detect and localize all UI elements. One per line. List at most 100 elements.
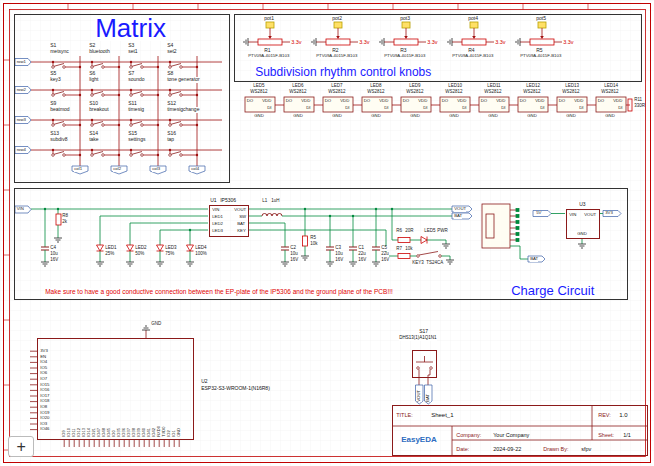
ground-symbol: [248, 38, 249, 46]
switch-contact: [180, 154, 183, 157]
pin-name: VDD: [613, 99, 622, 104]
component-label: 25%: [105, 252, 114, 257]
component-label: R5: [310, 236, 316, 241]
ground-symbol: [54, 238, 62, 239]
pin-name: IO16: [40, 388, 50, 393]
capacitor-symbol: [41, 247, 49, 248]
switch-name: subdiv8: [50, 137, 68, 143]
pin-name: IO3: [40, 422, 47, 427]
wiper-arrow: [404, 36, 408, 39]
pin-name: GND: [527, 114, 537, 119]
pin-name: DI: [423, 106, 428, 111]
switch-lead: [143, 125, 158, 126]
ws2812-chip: [440, 97, 470, 112]
ground-symbol: [316, 38, 317, 46]
box-text: Company:: [456, 432, 481, 438]
component-label: 16V: [358, 258, 366, 263]
wire: [441, 256, 450, 260]
box-heading: Matrix: [95, 15, 166, 41]
pin-name: GND: [293, 114, 303, 119]
net-port-label: VOUT: [417, 390, 422, 402]
wire: [58, 225, 59, 238]
part-ref: LED10: [448, 84, 462, 89]
frame-tick: [198, 4, 199, 10]
pin-name: IO4: [40, 360, 47, 365]
wire: [130, 251, 131, 262]
frame-tick: [4, 125, 10, 126]
ground-symbol: [372, 262, 380, 263]
component-label: BAT: [454, 214, 462, 219]
part-ref: R2: [332, 48, 339, 54]
pin-name: IO40: [142, 428, 146, 437]
pin-name: IO47: [97, 428, 101, 437]
switch-name: breakout: [89, 107, 109, 113]
pin-name: VDD: [418, 99, 427, 104]
note-text: Make sure to have a good conductive conn…: [45, 288, 393, 295]
box-text: 1/1: [623, 432, 631, 438]
pot-flag: [266, 22, 274, 28]
box-heading: Subdivision rhythm control knobs: [255, 66, 431, 79]
switch-contact: [439, 255, 442, 258]
net-port: [452, 213, 472, 219]
wire: [305, 209, 306, 236]
module-pin: [79, 440, 80, 447]
switch-contact: [169, 154, 172, 157]
part-ref: LED6: [292, 84, 304, 89]
switch-lead: [182, 155, 197, 156]
component-label: 16V: [50, 258, 58, 263]
part-value: WS2812: [445, 90, 463, 95]
junction-dot: [196, 124, 198, 126]
wire: [410, 240, 421, 241]
component-label: LED5: [424, 229, 436, 234]
wire: [31, 209, 208, 210]
wire: [353, 250, 354, 262]
component-label: C2: [290, 246, 296, 251]
part-value: WS2812: [367, 90, 385, 95]
component-label: 10k: [310, 242, 318, 247]
junction-dot: [118, 94, 120, 96]
pin-name: DO: [559, 99, 566, 104]
net-port: [111, 166, 127, 174]
net-port: [72, 166, 88, 174]
ws2812-chip: [557, 97, 587, 112]
ws2812-chip: [323, 97, 353, 112]
switch-name: set2: [167, 49, 177, 55]
box-text: Drawn By:: [543, 446, 569, 452]
module-pin: [99, 440, 100, 447]
pin-name: IO39: [137, 428, 141, 437]
box-heading: S17: [419, 329, 428, 335]
switch-ref: S15: [128, 131, 137, 137]
switch-name: beatmod: [50, 107, 70, 113]
component-label: C5: [381, 246, 387, 251]
component-label: 2k: [62, 220, 67, 225]
ground-symbol: [312, 41, 313, 43]
frame-tick: [133, 4, 134, 10]
wire: [330, 216, 331, 247]
wire: [248, 209, 452, 210]
ground-symbol: [382, 40, 383, 45]
data-chain-wire: [314, 105, 323, 106]
ground-symbol: [518, 40, 519, 45]
module-pin: [149, 440, 150, 447]
ws2812-chip: [518, 97, 548, 112]
module-pin: [30, 412, 37, 413]
wire: [45, 250, 46, 262]
pin-name: IO36: [122, 428, 126, 437]
zoom-button: +: [8, 436, 34, 457]
pot-flag: [334, 22, 342, 28]
data-chain-wire: [587, 105, 596, 106]
box-heading: +: [9, 438, 33, 456]
frame-tick: [523, 4, 524, 10]
component-label: LED4: [195, 246, 207, 251]
switch-ref: S11: [128, 101, 137, 107]
module-pin: [30, 384, 37, 385]
box-text: KEY: [237, 229, 246, 234]
component-label: 50%: [135, 252, 144, 257]
ground-symbol: [448, 262, 453, 263]
wiper-lead: [542, 28, 543, 37]
module-pin: [30, 401, 37, 402]
pin-name: DI: [267, 106, 272, 111]
box-text: EasyEDA: [401, 436, 437, 445]
switch-lever: [93, 92, 103, 95]
wire: [248, 223, 285, 247]
